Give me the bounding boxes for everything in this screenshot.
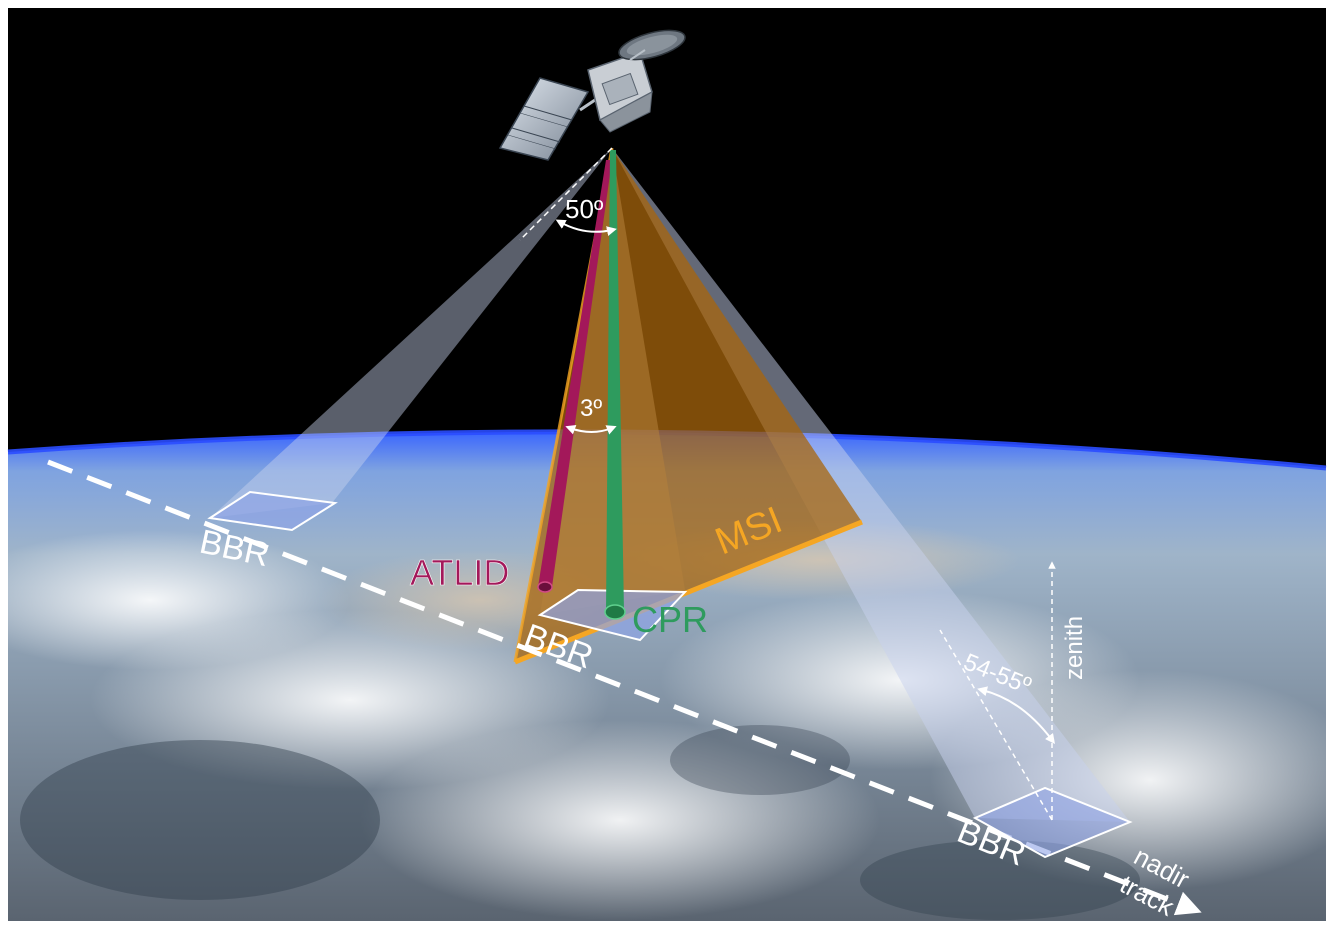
atlid-label: ATLID [410, 552, 509, 593]
angle-3-annotation: 3º [565, 395, 617, 435]
cpr-label: CPR [632, 599, 708, 640]
angle-50-label: 50º [565, 194, 604, 224]
angle-50-annotation: 50º [519, 147, 617, 241]
atlid-beam [537, 160, 612, 593]
angle-3-label: 3º [580, 395, 602, 422]
msi-swath [513, 147, 863, 665]
bbr-footprint-right [972, 786, 1133, 859]
nadir-track-line [47, 459, 1202, 916]
bbr-beam-right [612, 148, 1130, 822]
satellite-icon [498, 29, 686, 161]
zenith-label: zenith [1061, 616, 1088, 680]
bbr-beam-left [210, 148, 612, 518]
cpr-beam [604, 150, 626, 620]
bbr-footprint-left [207, 490, 338, 532]
